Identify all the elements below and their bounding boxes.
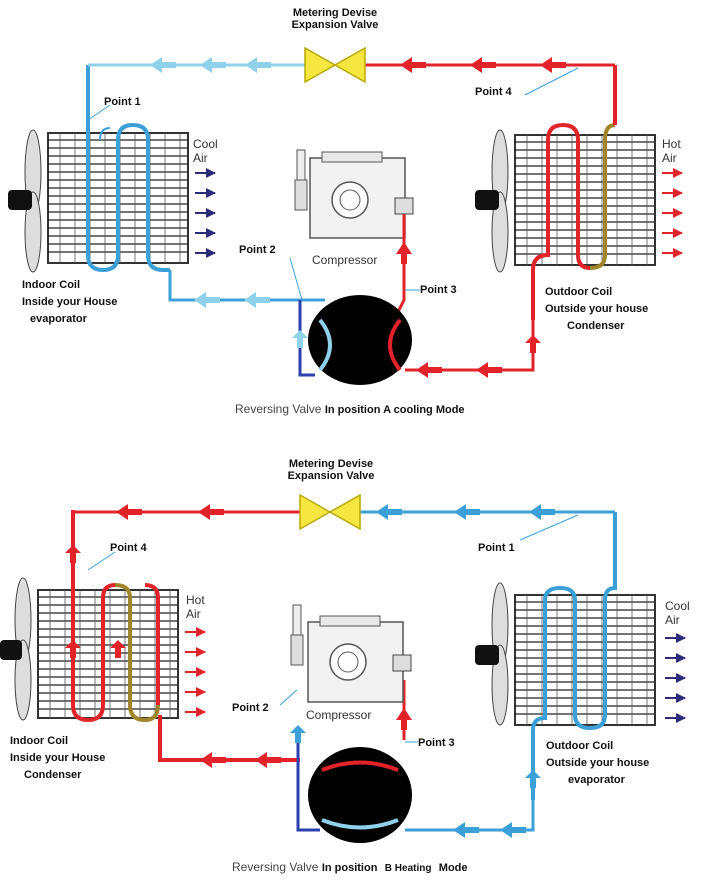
outdoor-coil-label-bottom: Outdoor Coil Outside your house evaporat… — [546, 740, 650, 786]
indoor-coil-label: Indoor Coil Inside your House evaporator — [22, 279, 118, 325]
compressor-label: Compressor — [312, 253, 378, 267]
indoor-coil-label-bottom: Indoor Coil Inside your House Condenser — [10, 735, 106, 781]
point4-label: Point 4 — [475, 86, 512, 98]
indoor-fan-icon-bottom — [0, 577, 32, 721]
outdoor-coil-grid — [514, 134, 656, 266]
hot-air-arrows — [662, 168, 683, 258]
outdoor-fan-icon-bottom — [475, 582, 509, 726]
caption-cooling: Reversing Valve In position A cooling Mo… — [235, 402, 465, 416]
expansion-valve-icon — [304, 46, 366, 84]
point1-label-bottom: Point 1 — [478, 542, 515, 554]
point1-label: Point 1 — [104, 96, 141, 108]
point3-label-bottom: Point 3 — [418, 737, 455, 749]
outdoor-coil-grid-bottom — [514, 594, 656, 726]
point4-label-bottom: Point 4 — [110, 542, 147, 554]
indoor-coil-tubes — [86, 65, 170, 273]
caption-heating: Reversing Valve In position B Heating Mo… — [232, 860, 468, 874]
hot-air-arrows-bottom — [185, 627, 206, 717]
heating-mode-diagram — [0, 493, 686, 843]
cooling-mode-diagram — [8, 46, 683, 385]
outdoor-coil-tubes — [531, 65, 617, 320]
point2-label: Point 2 — [239, 244, 276, 256]
indoor-coil-grid-bottom — [37, 589, 179, 719]
compressor-icon — [294, 149, 414, 239]
compressor-label-bottom: Compressor — [306, 708, 372, 722]
cool-air-arrows — [195, 168, 216, 258]
indoor-coil-tubes-bottom — [71, 510, 300, 762]
reversing-valve-icon — [308, 295, 412, 385]
top-flow-arrows — [400, 57, 566, 73]
indoor-fan-icon — [8, 129, 42, 273]
compressor-icon-bottom — [290, 604, 412, 703]
point3-label: Point 3 — [420, 284, 457, 296]
outdoor-coil-label: Outdoor Coil Outside your house Condense… — [545, 286, 649, 332]
outdoor-fan-icon — [475, 129, 509, 273]
point2-label-bottom: Point 2 — [232, 702, 269, 714]
cool-air-arrows-bottom — [665, 633, 686, 723]
reversing-valve-icon-bottom — [308, 747, 412, 843]
expansion-valve-icon-bottom — [299, 493, 361, 531]
outdoor-coil-tubes-bottom — [531, 512, 617, 800]
